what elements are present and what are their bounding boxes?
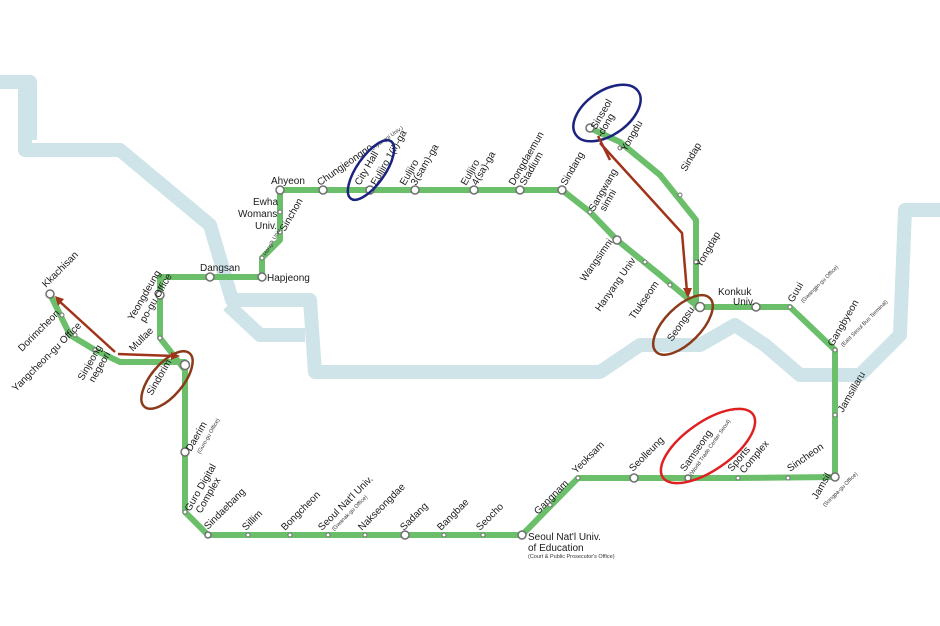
minor-station-ticks [59,145,838,538]
label-mullae: Mullae [127,325,156,354]
tick-nakseongdae [362,532,368,538]
ring-samseong [659,407,757,485]
label-kkachisan: Kkachisan [40,250,80,290]
station-sindaebang[interactable] [204,531,212,539]
arrowhead-sindorim [171,352,180,360]
station-wangsimni[interactable] [612,235,622,245]
label-snue-sub: (Court & Public Prosecutor's Office) [528,554,615,560]
label-ttukseom: Ttukseom [627,279,661,321]
station-chungjeongno[interactable] [318,185,328,195]
label-sillim: Sillim [240,508,265,533]
station-jamsil[interactable] [830,472,840,482]
label-ewha-1: Ewha [253,197,278,208]
tick-gangbyeon [832,347,838,353]
tick-yongdap [693,259,699,265]
station-euljiro3[interactable] [410,185,420,195]
station-sadang[interactable] [400,530,410,540]
station-ahyeon[interactable] [275,185,285,195]
station-sindorim[interactable] [179,359,191,371]
label-ewha-2: Womans [238,209,277,220]
station-daerim[interactable] [180,447,190,457]
tick-sincheon [785,475,791,481]
tick-seocho [480,532,486,538]
station-sindang[interactable] [557,185,567,195]
label-sindap: Sindap [679,141,704,174]
tick-hanyang [642,259,648,265]
label-konkuk-1: Konkuk [718,287,752,298]
station-konkuk[interactable] [751,302,761,312]
tick-ttukseom [667,282,673,288]
tick-mullae [157,335,163,341]
station-euljiro4[interactable] [469,185,479,195]
highlight-rings [140,83,757,485]
label-ewha-3: Univ. [255,221,277,232]
ring-city-hall [346,138,396,202]
station-dangsan[interactable] [205,272,215,282]
label-yeoksam: Yeoksam [570,440,607,477]
label-snue-2: of Education [528,543,584,554]
tick-sillim [245,532,251,538]
label-snue-1: Seoul Nat'l Univ. [528,532,601,543]
tick-sindap [677,192,683,198]
tick-dorimcheon [59,312,65,318]
label-bangbae: Bangbae [435,497,471,533]
tick-yeoksam [575,475,581,481]
station-snue[interactable] [517,530,527,540]
station-kkachisan[interactable] [45,289,55,299]
arrow-to-kkachisan [57,299,116,353]
transfer-arrows [55,135,692,360]
tick-jamsillaru [832,412,838,418]
river [0,75,940,382]
tick-sinjeong [92,347,98,353]
station-sinseol[interactable] [585,123,595,133]
tick-bangbae [441,532,447,538]
tick-sinchon [277,229,283,235]
station-ddp[interactable] [515,185,525,195]
label-sadang: Sadang [398,501,430,533]
tick-hongik [259,255,265,261]
tick-guui [787,304,793,310]
arrow-to-sindorim [117,352,176,358]
arrow-to-sinseol [596,135,612,161]
tick-snu [325,532,331,538]
station-seolleung[interactable] [629,473,639,483]
label-ahyeon: Ahyeon [271,176,305,187]
ring-sindorim [140,350,194,410]
stations [45,123,840,540]
label-guui-sub: (Gwangjin-gu Office) [800,264,840,304]
station-seongsu[interactable] [694,301,706,313]
station-yeongdeungpo[interactable] [155,290,165,300]
label-yangcheon: Yangcheon-gu Office [10,320,84,394]
label-seocho: Seocho [474,501,506,533]
ring-seongsu [652,294,714,356]
labels-horizontal: Dangsan Hapjeong Ahyeon Ewha Womans Univ… [200,176,755,560]
tick-gangnam [547,502,553,508]
label-gangnam: Gangnam [532,478,571,517]
label-konkuk-2: Univ. [733,297,755,308]
tick-yangcheon [72,332,78,338]
arrowhead-kkachisan [55,296,64,306]
label-wangsimni: Wangsimni [578,237,615,284]
label-dangsan: Dangsan [200,263,240,274]
label-hapjeong: Hapjeong [267,273,310,284]
arrowhead-seongsu [683,288,692,298]
tick-guro [182,509,188,515]
tick-ewha [277,209,283,215]
label-sindang: Sindang [559,150,587,187]
tick-bongcheon [287,532,293,538]
ring-sinseol [572,83,642,143]
tick-sports [735,475,741,481]
station-hapjeong[interactable] [257,272,267,282]
arrow-to-seongsu [599,142,689,293]
tick-sangwangsimni [587,209,593,215]
label-sincheon: Sincheon [785,442,825,475]
tick-yongdu [617,145,623,151]
